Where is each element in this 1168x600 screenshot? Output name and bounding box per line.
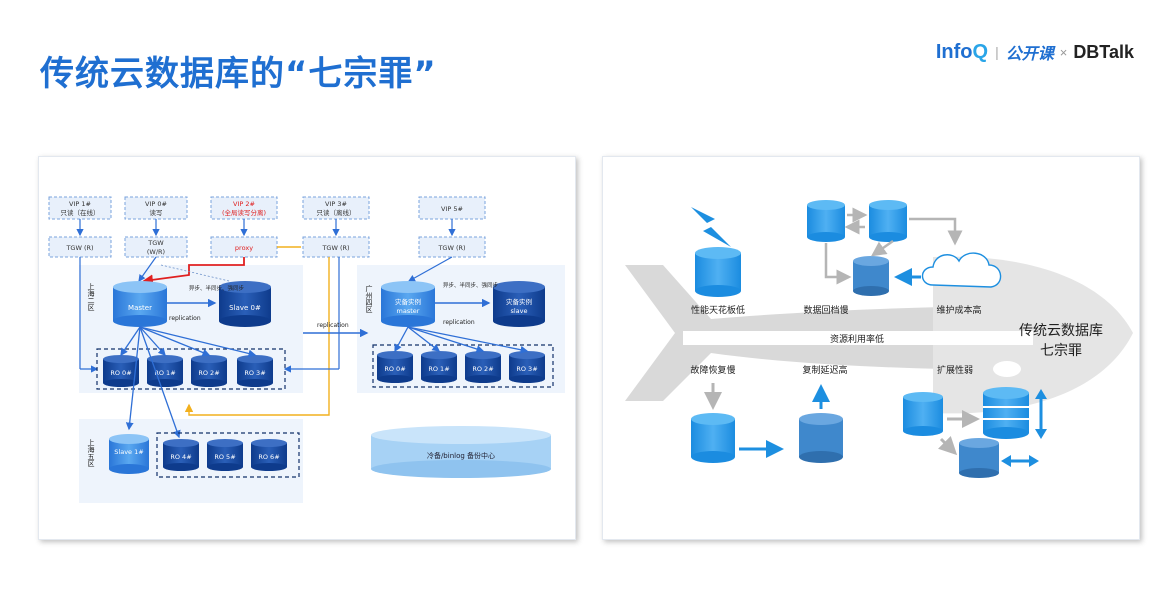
svg-text:TGW (R): TGW (R) [321,244,349,252]
svg-text:只读（在线）: 只读（在线） [61,208,100,217]
svg-text:proxy: proxy [235,244,253,252]
svg-text:RO 3#: RO 3# [244,369,265,377]
vip-0: VIP 0# 读写 [124,196,188,220]
svg-text:RO 3#: RO 3# [516,365,537,373]
svg-text:RO 0#: RO 0# [384,365,405,373]
sync-note-2: 异步、半同步、强同步 [443,281,499,289]
fishbone-diagram: 资源利用率低 性能天花板低 数据回档慢 维护成本高 传统云数据库 七宗罪 故障恢… [625,200,1133,478]
svg-text:只读（离线）: 只读（离线） [317,208,356,217]
recovery-db [691,413,735,463]
svg-text:VIP 5#: VIP 5# [441,205,463,213]
svg-text:RO 1#: RO 1# [154,369,175,377]
sync-note-1: 异步、半同步、强同步 [189,284,245,292]
svg-text:RO 0#: RO 0# [110,369,131,377]
svg-text:Master: Master [128,304,152,312]
svg-text:RO 1#: RO 1# [428,365,449,373]
svg-text:slave: slave [510,307,527,315]
ro-shanghai5-list: RO 4# RO 5# RO 6# [163,439,287,471]
ro-group-shanghai2 [96,348,286,390]
repl-delay-label: 复制延迟高 [802,364,847,376]
svg-text:master: master [397,307,420,315]
scale-label: 扩展性弱 [937,364,973,376]
perf-db [695,247,741,297]
dr-slave-db: 灾备实例 slave [493,281,545,327]
svg-text:VIP 3#: VIP 3# [325,200,347,208]
lightning-icon [691,207,731,247]
repl-delay-db [799,413,843,463]
fish-spine [683,331,1033,345]
svg-text:Slave 0#: Slave 0# [229,304,261,312]
dbtalk-logo: DBTalk [1073,41,1134,62]
archive-label: 数据回档慢 [803,304,848,316]
ro-group-guangzhou4 [372,344,554,388]
svg-text:灾备实例: 灾备实例 [506,297,532,306]
architecture-diagram: VIP 1# 只读（在线） VIP 0# 读写 VIP 2# (全局读写分离) … [48,196,565,503]
svg-text:(W/R): (W/R) [147,248,165,256]
svg-text:RO 2#: RO 2# [472,365,493,373]
tgw-0: TGW (W/R) [124,236,188,258]
svg-text:RO 5#: RO 5# [214,453,235,461]
scale-dbs [903,387,1029,478]
region-label-shanghai5: 上海五区 [87,438,95,467]
svg-text:灾备实例: 灾备实例 [395,297,421,306]
page-title: 传统云数据库的“七宗罪” [40,54,437,94]
logo-times: × [1059,44,1068,60]
center-title-2: 七宗罪 [1040,343,1082,359]
replication-label-cross: replication [317,322,349,329]
region-label-shanghai2: 上海二区 [87,282,95,311]
slave1-db: Slave 1# [109,434,149,474]
utilization-label: 资源利用率低 [830,333,884,345]
replication-label-2: replication [443,319,475,326]
maint-label: 维护成本高 [936,304,981,316]
fishbone-diagram-panel: 资源利用率低 性能天花板低 数据回档慢 维护成本高 传统云数据库 七宗罪 故障恢… [602,156,1140,540]
slave0-db: Slave 0# [219,281,271,327]
svg-text:TGW (R): TGW (R) [437,244,465,252]
cloud-icon [921,252,1002,288]
master-db: Master [113,281,167,327]
vip-3: VIP 3# 只读（离线） [302,196,370,220]
logo-separator: | [995,44,999,60]
archive-dbs [807,200,907,296]
vip-5: VIP 5# [418,196,486,220]
vertical-double-arrow-icon [1035,389,1047,439]
brand-logos: InfoQ | 公开课 × DBTalk [936,40,1134,64]
replication-label-1: replication [169,315,201,322]
svg-text:RO 2#: RO 2# [198,369,219,377]
tgw-3: TGW (R) [302,236,370,258]
svg-text:RO 6#: RO 6# [258,453,279,461]
svg-text:RO 4#: RO 4# [170,453,191,461]
vip-1: VIP 1# 只读（在线） [48,196,112,220]
architecture-diagram-panel: VIP 1# 只读（在线） VIP 0# 读写 VIP 2# (全局读写分离) … [38,156,576,540]
proxy-box: proxy [210,236,278,258]
svg-text:VIP 2#: VIP 2# [233,200,255,208]
tgw-5: TGW (R) [418,236,486,258]
recovery-label: 故障恢复慢 [690,364,735,376]
svg-text:读写: 读写 [150,208,163,217]
svg-text:VIP 0#: VIP 0# [145,200,167,208]
svg-text:TGW: TGW [147,239,164,247]
horizontal-double-arrow-icon [1001,455,1039,467]
ro-guangzhou4-list: RO 0# RO 1# RO 2# RO 3# [377,351,545,383]
svg-text:Slave 1#: Slave 1# [114,448,143,456]
infoq-logo: InfoQ [935,40,989,63]
perf-label: 性能天花板低 [691,304,745,316]
backup-center: 冷备/binlog 备份中心 [371,426,551,478]
dr-master-db: 灾备实例 master [381,281,435,327]
ro-group-shanghai5 [156,432,300,478]
svg-text:(全局读写分离): (全局读写分离) [222,208,266,217]
tgw-1: TGW (R) [48,236,112,258]
region-label-guangzhou4: 广州四区 [365,284,373,313]
svg-text:TGW (R): TGW (R) [65,244,93,252]
svg-text:VIP 1#: VIP 1# [69,200,91,208]
ro-shanghai2-list: RO 0# RO 1# RO 2# RO 3# [103,355,273,387]
center-title-1: 传统云数据库 [1019,323,1103,339]
vip-2: VIP 2# (全局读写分离) [210,196,278,220]
opencourse-logo: 公开课 [1005,46,1054,63]
svg-text:冷备/binlog 备份中心: 冷备/binlog 备份中心 [427,451,495,460]
